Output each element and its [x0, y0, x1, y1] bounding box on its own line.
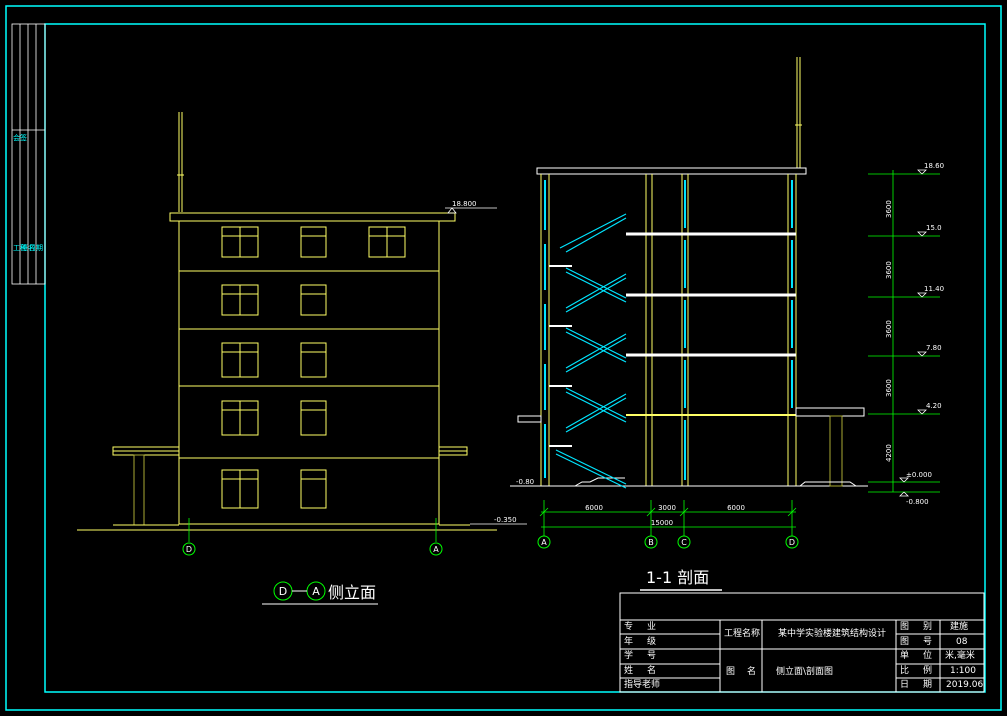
tb-right-value-4: 2019.06	[946, 680, 984, 690]
section-axis-b: B	[648, 538, 654, 547]
elevation-title-axis-a: A	[312, 585, 320, 598]
section-span-0: 6000	[585, 504, 603, 512]
section-span-1: 3000	[658, 504, 676, 512]
tb-right-value-2: 米,毫米	[945, 651, 975, 661]
tb-label-student-id: 学号	[624, 651, 671, 661]
storey-height-1: 3600	[885, 261, 893, 279]
tb-drawing-name: 侧立面\剖面图	[776, 667, 834, 677]
tb-right-label-1: 图号	[900, 637, 947, 647]
side-label-3: 日期	[29, 244, 43, 252]
elevation-axis-left: D	[186, 545, 192, 554]
elevation-windows	[221, 226, 406, 509]
section-axis-bubbles	[537, 535, 799, 549]
tb-right-label-3: 比例	[900, 666, 947, 676]
section-level-2: 11.40	[924, 285, 944, 293]
elevation-title-axis-d: D	[279, 585, 287, 598]
elevation-axis-bubble-left	[182, 542, 196, 556]
section-axis-d: D	[789, 538, 795, 547]
section-span-2: 6000	[727, 504, 745, 512]
side-elevation	[112, 112, 470, 526]
elevation-axis-lines	[188, 518, 437, 542]
tb-right-label-2: 单位	[900, 651, 947, 661]
section-level-markers	[899, 169, 927, 497]
section-title: 1-1 剖面	[646, 568, 709, 587]
elevation-title-text: 侧立面	[328, 583, 376, 602]
inner-border	[44, 23, 986, 693]
section-dimensions	[539, 500, 797, 536]
section-landings	[549, 265, 572, 447]
section-stairs	[555, 213, 627, 489]
tb-right-value-3: 1:100	[950, 666, 976, 676]
tb-right-label-4: 日期	[900, 680, 947, 690]
title-block-grid	[619, 592, 985, 693]
tb-label-grade: 年级	[624, 637, 671, 647]
elevation-axis-bubble-right	[429, 542, 443, 556]
section-window-strips	[544, 180, 793, 480]
tb-label-major: 专业	[624, 622, 671, 632]
side-strip-labels: 会签 工种 签名 日期	[13, 133, 43, 252]
side-label-1: 工种	[13, 243, 27, 252]
tb-project-name: 某中学实验楼建筑结构设计	[778, 629, 887, 639]
tb-project-label: 工程名称	[724, 629, 761, 639]
storey-height-3: 3600	[885, 379, 893, 397]
section-level-1: 15.0	[926, 224, 942, 232]
section-level-5: ±0.000	[906, 471, 932, 479]
tb-label-name: 姓名	[624, 666, 671, 676]
side-strip	[11, 23, 46, 285]
tb-drawing-label: 图名	[726, 667, 769, 677]
storey-height-4: 4200	[885, 444, 893, 462]
tb-right-label-0: 图别	[900, 622, 947, 632]
tb-right-value-1: 08	[956, 637, 968, 647]
storey-height-0: 3600	[885, 200, 893, 218]
tb-label-advisor: 指导老师	[624, 680, 661, 690]
section-level-0: 18.60	[924, 162, 944, 170]
section-level-4: 4.20	[926, 402, 942, 410]
section-level-scale	[868, 170, 940, 493]
storey-height-2: 3600	[885, 320, 893, 338]
section-structure	[510, 57, 868, 487]
elevation-roof-level: 18.800	[452, 200, 477, 208]
tb-right-value-0: 建施	[950, 622, 969, 632]
elevation-ground-level: -0.350	[494, 516, 517, 524]
section-total: 15000	[651, 519, 673, 527]
section-storey-heights: 3600 3600 3600 3600 4200	[885, 200, 893, 462]
elevation-axis-right: A	[433, 545, 439, 554]
elevation-roof-marker	[445, 207, 497, 214]
section-level-3: 7.80	[926, 344, 942, 352]
section-axis-a: A	[541, 538, 547, 547]
section-level-6: -0.800	[906, 498, 929, 506]
section-left-ground-level: -0.80	[516, 478, 534, 486]
outer-border	[5, 5, 1002, 711]
section-axis-c: C	[681, 538, 687, 547]
side-label-2: 签名	[21, 243, 35, 252]
side-label-0: 会签	[13, 133, 27, 142]
